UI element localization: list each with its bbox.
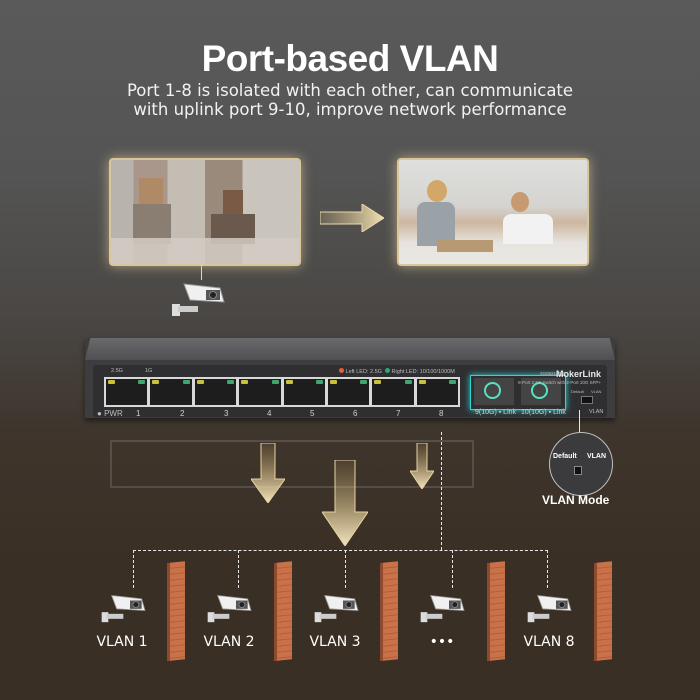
rj45-port[interactable] — [372, 379, 414, 405]
callout-line — [579, 410, 580, 432]
rj45-port[interactable] — [416, 379, 458, 405]
sfp-port-group — [470, 375, 566, 410]
port-number: 7 — [396, 409, 401, 418]
vlan-label: ••• — [429, 634, 455, 650]
vlan-label: VLAN 2 — [203, 634, 255, 650]
rj45-port[interactable] — [106, 379, 148, 405]
subtitle-line-1: Port 1-8 is isolated with each other, ca… — [126, 81, 574, 100]
security-camera-icon — [207, 595, 252, 623]
port-number: 5 — [310, 409, 315, 418]
port-number: 4 — [267, 409, 272, 418]
security-camera-icon — [101, 595, 146, 623]
switch-bottom-label: VLAN — [589, 409, 604, 415]
page-title: Port-based VLAN — [201, 38, 499, 79]
switch-top-cover — [85, 338, 615, 360]
port-number: 6 — [353, 409, 358, 418]
rj45-port-group — [104, 377, 460, 407]
vlan-label: VLAN 1 — [96, 634, 148, 650]
model-description: 8-Port 2.5G Switch with 2-Port 10G SFP+ — [518, 380, 601, 385]
arrow-down-icon — [322, 460, 368, 546]
connector-line — [547, 550, 548, 588]
security-camera-icon — [314, 595, 359, 623]
vlan-label: VLAN 3 — [309, 634, 361, 650]
right-led-label: Right LED: 10/100/1000M — [391, 369, 455, 375]
rj45-port[interactable] — [239, 379, 281, 405]
switch-default-label: Default — [571, 389, 584, 394]
rj45-port[interactable] — [194, 379, 237, 405]
network-switch: 2.5G 1G Left LED: 2.5G Right LED: 10/100… — [85, 338, 615, 418]
page-subtitle: Port 1-8 is isolated with each other, ca… — [0, 81, 700, 119]
port-number: 1 — [136, 409, 141, 418]
connector-line — [133, 550, 134, 588]
callout-vlan-label: VLAN — [586, 453, 606, 460]
arrow-down-icon — [410, 443, 434, 489]
firewall-icon — [170, 561, 185, 661]
firewall-icon — [597, 561, 612, 661]
sfp-port[interactable] — [521, 378, 561, 405]
speed-label-2-5g: 2.5G — [111, 368, 123, 374]
connector-line — [345, 550, 346, 588]
mode-switch-icon — [574, 466, 582, 475]
rj45-port[interactable] — [283, 379, 325, 405]
firewall-icon — [277, 561, 292, 661]
port-number: 2 — [180, 409, 185, 418]
rj45-port[interactable] — [150, 379, 192, 405]
sfp-port-label: 10(10G) ▪ Link — [521, 409, 566, 416]
brand-logo: MokerLink — [555, 369, 601, 379]
port-number: 3 — [224, 409, 229, 418]
check-icon — [484, 382, 501, 399]
check-icon — [531, 382, 548, 399]
sfp-port-label: 9(10G) ▪ Link — [475, 409, 517, 416]
speed-label-1g: 1G — [145, 368, 153, 374]
firewall-icon — [490, 561, 505, 661]
connector-line — [238, 550, 239, 588]
right-led-dot — [384, 368, 390, 373]
switch-reflection — [110, 440, 474, 488]
sfp-port[interactable] — [474, 378, 514, 405]
model-number: 2G08210GS — [539, 371, 565, 376]
power-label: ● PWR — [97, 409, 123, 418]
arrow-right-icon — [320, 204, 384, 232]
left-led-label: Left LED: 2.5G — [345, 369, 382, 375]
connector-line — [452, 550, 453, 588]
switch-front-panel: 2.5G 1G Left LED: 2.5G Right LED: 10/100… — [93, 365, 607, 418]
rj45-port[interactable] — [327, 379, 370, 405]
arrow-down-icon — [251, 443, 285, 503]
clear-photo — [397, 158, 589, 266]
vlan-mode-toggle[interactable] — [581, 396, 593, 404]
security-camera-icon — [420, 595, 465, 623]
connector-line — [441, 432, 442, 550]
security-camera-icon — [527, 595, 572, 623]
led-legend: Left LED: 2.5G Right LED: 10/100/1000M — [339, 368, 455, 375]
port-number: 8 — [439, 409, 444, 418]
pixelated-photo — [109, 158, 301, 266]
left-led-dot — [339, 368, 344, 373]
switch-vlan-label: VLAN — [591, 389, 602, 394]
callout-default-label: Default — [553, 453, 577, 460]
vlan-label: VLAN 8 — [523, 634, 575, 650]
subtitle-line-2: with uplink port 9-10, improve network p… — [133, 100, 567, 119]
vlan-mode-label: VLAN Mode — [542, 493, 610, 507]
security-camera-icon — [172, 283, 225, 316]
connector-line — [133, 550, 548, 551]
vlan-mode-callout: Default VLAN — [549, 432, 613, 496]
firewall-icon — [383, 561, 398, 661]
camera-link-line — [201, 264, 202, 280]
